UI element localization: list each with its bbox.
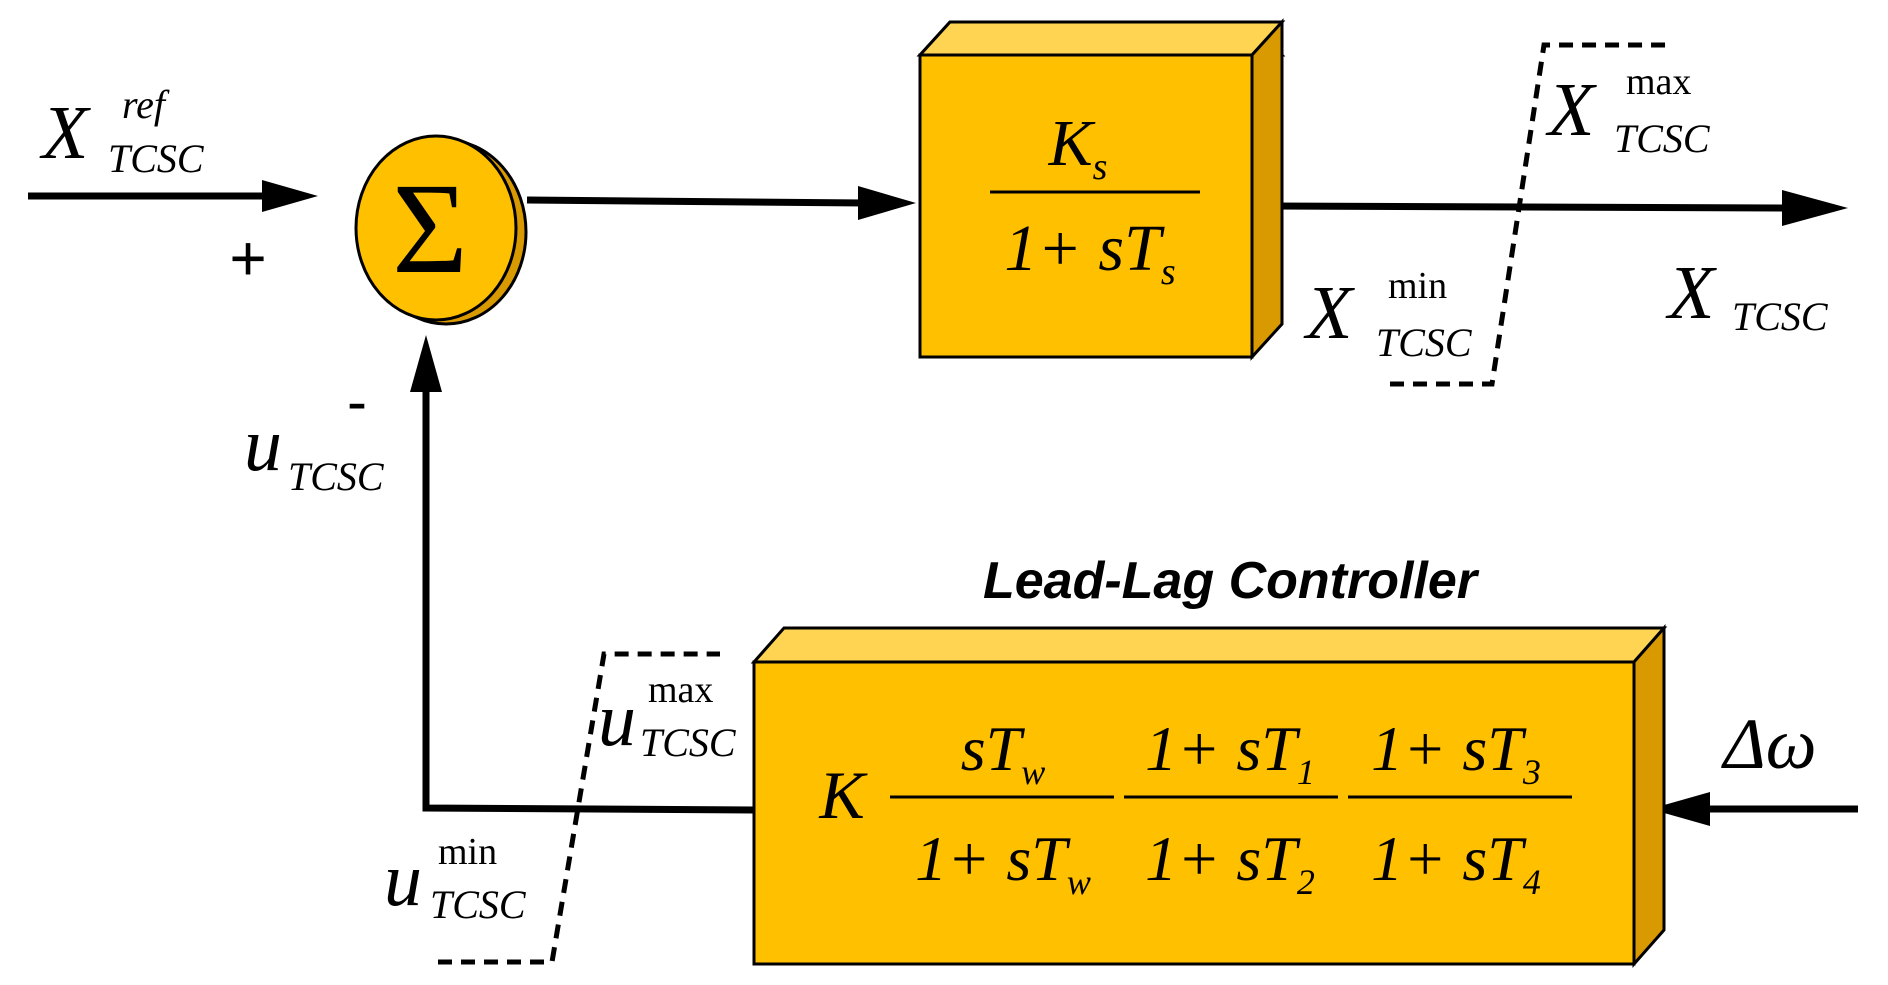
xmax-sup: max [1626,61,1691,103]
umax-base: u [598,678,636,762]
controller-term-1-numerator: sTw [961,713,1046,792]
umin-label: u min TCSC [384,831,527,927]
reference-base: X [39,91,91,175]
xmin-label: X min TCSC [1303,265,1473,365]
minus-sign: - [347,368,367,435]
umax-label: u max TCSC [598,669,737,765]
controller-gain: K [818,757,868,833]
feedback-arrow [410,335,755,814]
xmax-base: X [1545,68,1597,152]
controller-title: Lead-Lag Controller [983,552,1480,610]
xmin-sup: min [1388,265,1447,307]
delta-omega-input-arrow [1650,792,1858,826]
feedback-limiter-dashed [438,651,720,965]
sigma-symbol: Σ [392,157,468,301]
lead-lag-controller-block: K sTw 1+ sTw 1+ sT1 1+ sT2 1+ sT3 1+ sT4 [750,624,1668,968]
xmin-base: X [1303,271,1355,355]
plant-numerator: Ks [1048,107,1108,188]
reference-sub: TCSC [108,136,205,181]
xmax-label: X max TCSC [1545,61,1711,161]
reference-input-arrow [28,180,318,212]
output-limiter-dashed [1390,42,1672,387]
umax-sub: TCSC [640,720,737,765]
plus-sign: + [229,222,266,294]
controller-term-3-numerator: 1+ sT3 [1371,713,1541,792]
umin-base: u [384,838,422,922]
feedback-base: u [244,403,282,487]
output-label: X TCSC [1665,251,1829,339]
umin-sub: TCSC [430,882,527,927]
output-base: X [1665,251,1717,335]
plant-output-arrow [1271,190,1848,226]
umax-sup: max [648,669,713,711]
output-sub: TCSC [1732,294,1829,339]
summer-to-plant-arrow [526,186,916,220]
controller-term-2-numerator: 1+ sT1 [1145,713,1315,792]
plant-denominator: 1+ sTs [1004,212,1175,293]
controller-term-2-denominator: 1+ sT2 [1145,823,1315,902]
summing-junction: Σ [354,134,528,326]
controller-term-3-denominator: 1+ sT4 [1371,823,1541,902]
feedback-label: u TCSC [244,403,385,499]
umin-sup: min [438,831,497,873]
xmin-sub: TCSC [1376,320,1473,365]
delta-omega-label: Δω [1720,704,1816,784]
controller-term-1-denominator: 1+ sTw [915,823,1091,902]
xmax-sub: TCSC [1614,116,1711,161]
reference-label: X ref TCSC [39,82,205,181]
feedback-sub: TCSC [288,454,385,499]
plant-block: Ks 1+ sTs [916,18,1286,361]
reference-sup: ref [122,82,170,127]
